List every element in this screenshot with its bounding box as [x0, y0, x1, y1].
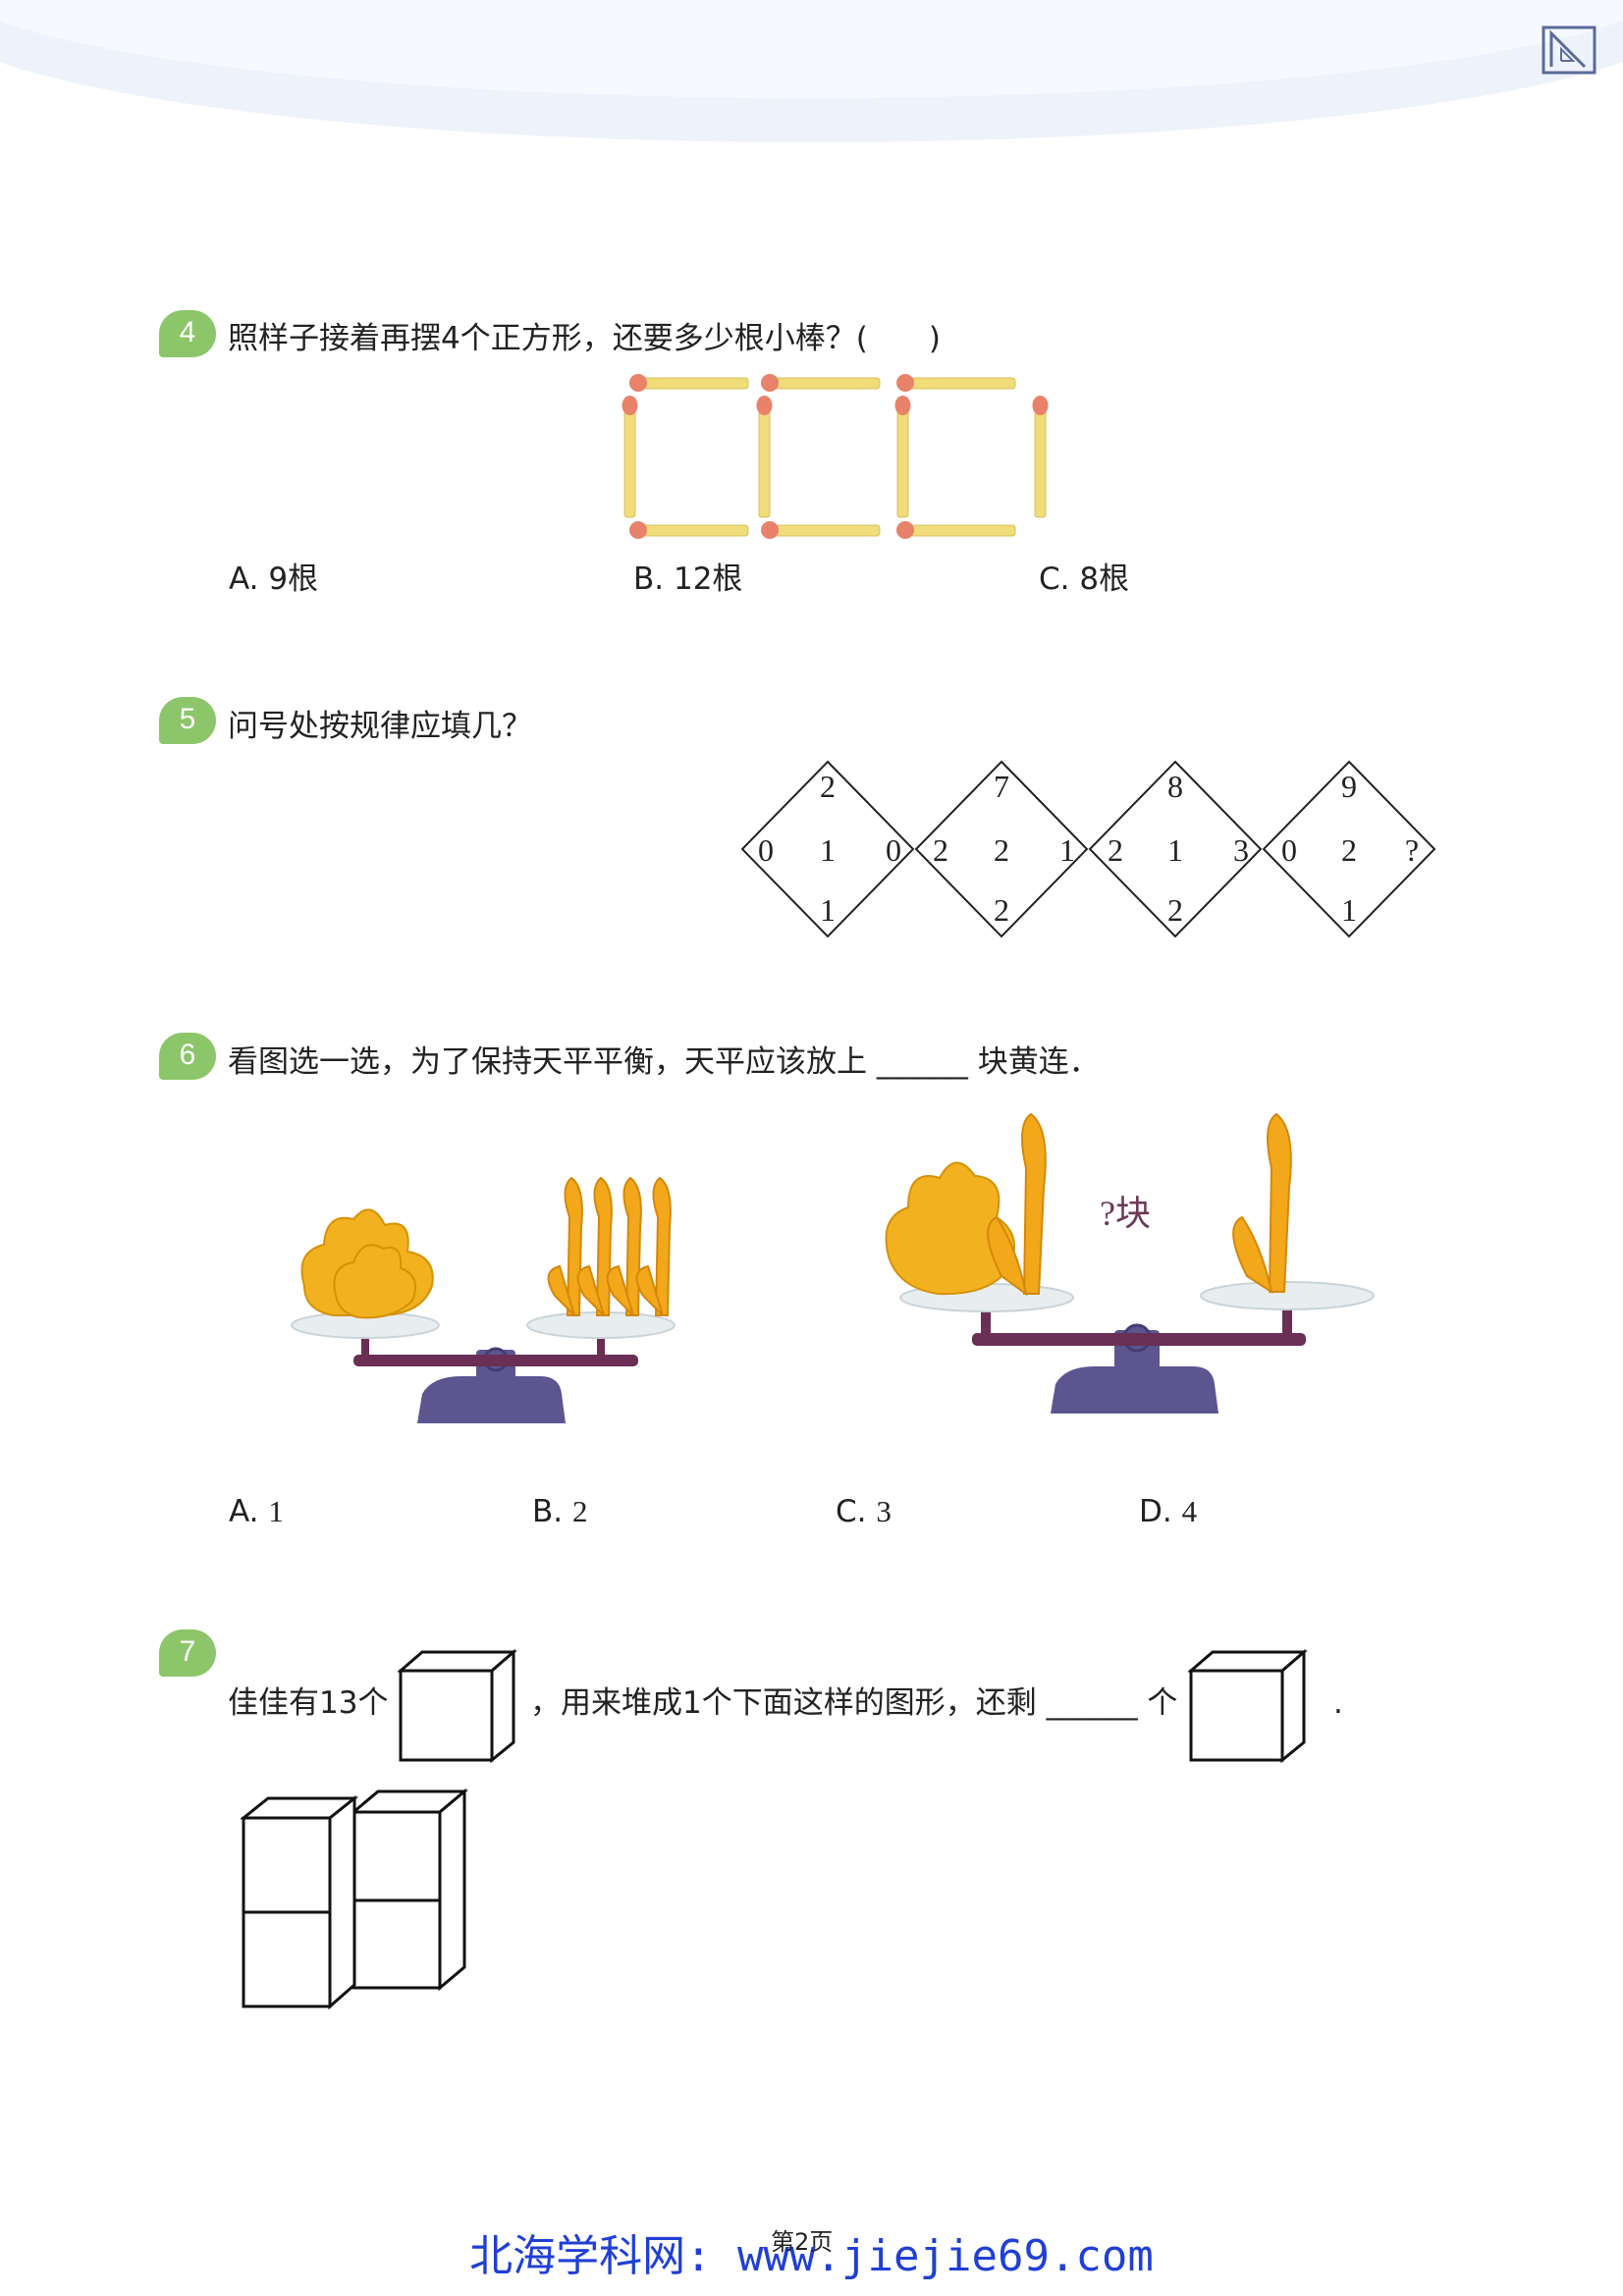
diamond-1-left: 0	[758, 832, 774, 868]
diamond-1-right: 0	[886, 832, 901, 868]
q6-option-a-value: 1	[268, 1494, 284, 1528]
question-4-number: 4	[159, 310, 216, 357]
q6-option-c-value: 3	[876, 1494, 892, 1528]
unknown-count-label: ?块	[1100, 1194, 1151, 1233]
diamond-3-right: 3	[1233, 832, 1249, 868]
q4-option-c[interactable]: C. 8根	[1039, 560, 1129, 599]
q6-option-b[interactable]: B. 2	[532, 1492, 587, 1531]
q6-option-c-letter: C.	[836, 1494, 867, 1529]
diamond-1-top: 2	[820, 769, 836, 804]
question-6-text: 看图选一选，为了保持天平平衡，天平应该放上 ______ 块黄连．	[228, 1044, 1100, 1080]
diamond-1-center: 1	[820, 832, 836, 868]
q6-option-d-letter: D.	[1139, 1494, 1172, 1529]
question-4-text: 照样子接着再摆4个正方形，还要多少根小棒？( )	[228, 321, 941, 356]
diamond-2-left: 2	[933, 832, 948, 868]
footer-site-watermark: 北海学科网: www.jiejie69.com	[469, 2231, 1154, 2281]
diamond-3-center: 1	[1167, 832, 1183, 868]
q6-option-a-letter: A.	[229, 1494, 259, 1529]
diamond-3-left: 2	[1108, 832, 1123, 868]
q4-option-c-letter: C.	[1039, 561, 1070, 597]
q6-option-b-value: 2	[571, 1494, 588, 1528]
q4-option-c-value: 8根	[1079, 561, 1130, 597]
cube-icon-2	[1188, 1649, 1308, 1763]
q6-option-a[interactable]: A. 1	[229, 1492, 284, 1531]
balance-scale-left	[291, 1176, 676, 1423]
diamond-4-center: 2	[1341, 832, 1357, 868]
diamond-2-center: 2	[994, 832, 1009, 868]
logo-icon	[1542, 26, 1596, 75]
diamond-3-top: 8	[1167, 769, 1183, 804]
header-decoration	[0, 0, 1623, 142]
diamond-4-right: ?	[1405, 832, 1419, 868]
q4-option-a-value: 9根	[268, 561, 319, 597]
diamond-2-bottom: 2	[994, 892, 1009, 928]
diamond-4-bottom: 1	[1341, 892, 1357, 928]
q6-option-d-value: 4	[1181, 1494, 1198, 1528]
diamond-1-bottom: 1	[820, 892, 836, 928]
matchstick-squares	[622, 374, 1049, 539]
question-7-text-part2: ，用来堆成1个下面这样的图形，还剩 ______ 个	[530, 1685, 1178, 1721]
question-7-text-part3: .	[1333, 1685, 1343, 1721]
q4-option-b-letter: B.	[633, 561, 665, 597]
balance-scale-right: ?块	[885, 1112, 1375, 1414]
q4-option-a[interactable]: A. 9根	[229, 560, 318, 599]
cube-icon-1	[398, 1649, 517, 1763]
question-5-text: 问号处按规律应填几？	[228, 709, 532, 744]
question-5-number: 5	[159, 697, 216, 744]
q4-option-b-value: 12根	[673, 561, 743, 597]
question-6-number: 6	[159, 1033, 216, 1080]
q4-option-a-letter: A.	[229, 561, 259, 597]
matchstick-squares-figure	[622, 374, 1049, 539]
diamond-4-left: 0	[1281, 832, 1297, 868]
question-7-number: 7	[159, 1629, 216, 1677]
q6-option-c[interactable]: C. 3	[836, 1492, 892, 1531]
diamond-2-right: 1	[1059, 832, 1075, 868]
number-diamonds-figure: 2 0 1 0 1 7 2 2 1 2 8 2 1 3 2 9 0 2 ? 1	[740, 760, 1436, 938]
q6-option-d[interactable]: D. 4	[1139, 1492, 1197, 1531]
cube-stack-figure	[241, 1789, 469, 2010]
diamond-4-top: 9	[1341, 769, 1357, 804]
diamond-3-bottom: 2	[1167, 892, 1183, 928]
q4-option-b[interactable]: B. 12根	[633, 560, 742, 599]
diamond-2-top: 7	[994, 769, 1009, 804]
page-number: 第2页	[771, 2228, 834, 2256]
question-7-text-part1: 佳佳有13个	[228, 1685, 389, 1721]
q6-option-b-letter: B.	[532, 1494, 564, 1529]
